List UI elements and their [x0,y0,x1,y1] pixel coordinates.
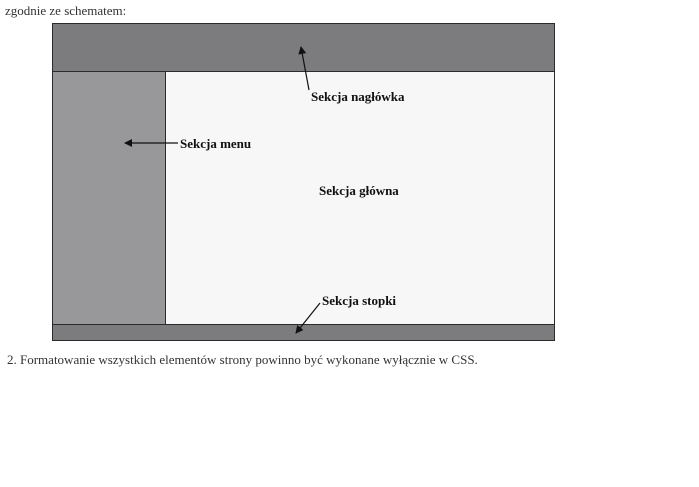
note-text: 2. Formatowanie wszystkich elementów str… [7,352,478,367]
main-section-label: Sekcja główna [319,183,399,198]
main-section-box [166,72,554,325]
intro-text: zgodnie ze schematem: [5,3,127,18]
header-section-label: Sekcja nagłówka [311,89,405,104]
menu-section-label: Sekcja menu [180,136,252,151]
header-section-box [53,24,554,72]
footer-section-label: Sekcja stopki [322,293,397,308]
footer-section-box [53,324,554,340]
menu-section-box [53,72,166,325]
layout-diagram [52,23,555,341]
